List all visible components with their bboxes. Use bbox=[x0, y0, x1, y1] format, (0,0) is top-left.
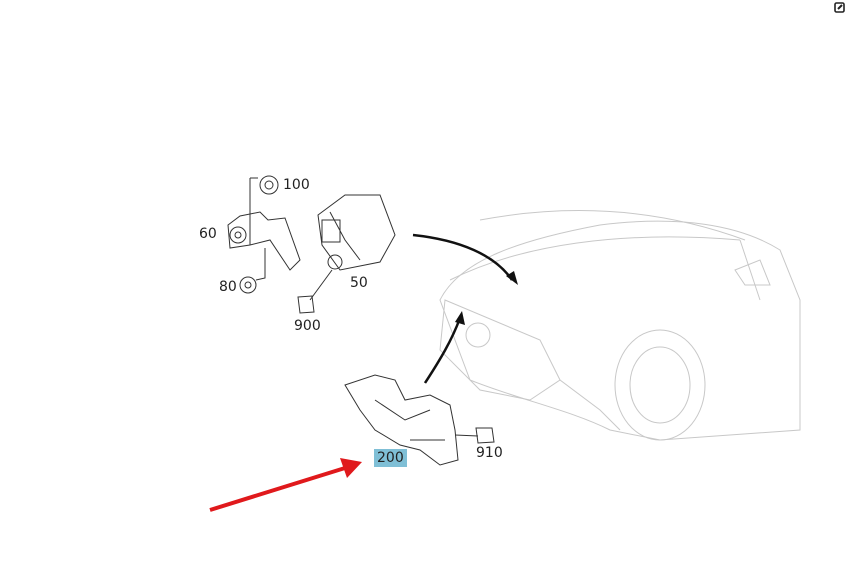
flow-arrow-upper-head bbox=[506, 271, 518, 285]
flow-arrow-upper bbox=[412, 233, 514, 281]
edit-icon[interactable] bbox=[834, 2, 845, 13]
label-part-80[interactable]: 80 bbox=[219, 279, 237, 295]
flow-arrow-lower bbox=[423, 317, 462, 384]
part-910-clip bbox=[475, 427, 495, 444]
label-part-900[interactable]: 900 bbox=[294, 318, 321, 334]
label-part-910[interactable]: 910 bbox=[476, 445, 503, 461]
red-pointer-arrow bbox=[209, 466, 346, 512]
part-60-bracket bbox=[227, 177, 301, 281]
part-100-nut bbox=[259, 175, 279, 195]
flow-arrow-lower-head bbox=[455, 311, 465, 325]
part-900-clip bbox=[297, 295, 315, 314]
part-80-nut bbox=[239, 276, 257, 294]
part-200-bracket bbox=[344, 374, 479, 466]
label-part-50[interactable]: 50 bbox=[350, 275, 368, 291]
label-part-200-highlighted[interactable]: 200 bbox=[374, 449, 407, 467]
part-50-horn bbox=[309, 194, 396, 301]
label-part-100[interactable]: 100 bbox=[283, 177, 310, 193]
vehicle-outline bbox=[439, 209, 801, 441]
label-part-60[interactable]: 60 bbox=[199, 226, 217, 242]
red-pointer-arrowhead bbox=[340, 458, 362, 478]
